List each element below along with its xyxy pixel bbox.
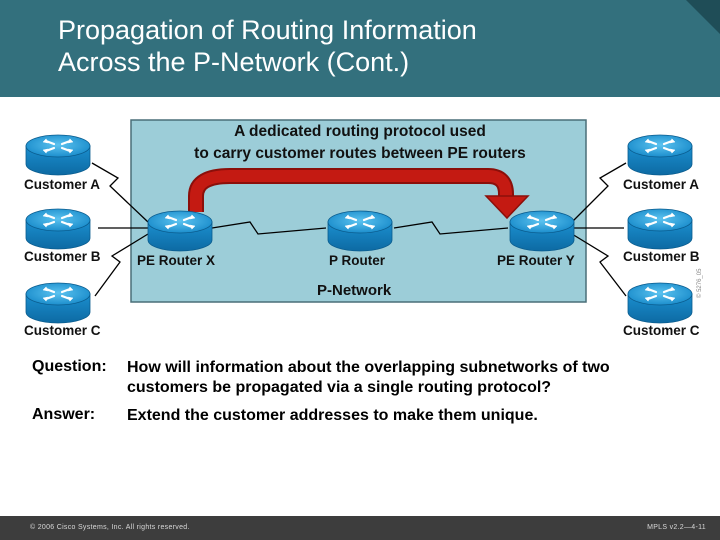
label-customer-a-right: Customer A <box>623 177 700 192</box>
footer-bar: © 2006 Cisco Systems, Inc. All rights re… <box>0 516 720 540</box>
network-diagram-graphic <box>24 119 694 324</box>
router-customer-a-right <box>626 133 694 176</box>
label-customer-a-left: Customer A <box>24 177 101 192</box>
label-pe-router-x: PE Router X <box>137 253 216 268</box>
link-right-c <box>571 233 627 297</box>
link-left-a <box>91 162 149 223</box>
router-pe-x <box>146 209 214 252</box>
router-customer-b-right <box>626 207 694 250</box>
route-arrow <box>188 168 530 220</box>
answer-label: Answer: <box>32 406 96 423</box>
question-text: How will information about the overlappi… <box>127 359 610 396</box>
label-p-network: P-Network <box>317 282 392 299</box>
answer-text: Extend the customer addresses to make th… <box>127 407 538 424</box>
figure-code: © 5276_05 <box>697 268 703 298</box>
footer-copyright: © 2006 Cisco Systems, Inc. All rights re… <box>30 524 190 531</box>
page-title-line-2: Across the P-Network (Cont.) <box>58 47 410 77</box>
label-customer-c-right: Customer C <box>623 323 700 338</box>
protocol-banner-line-1: A dedicated routing protocol used <box>234 123 486 140</box>
router-pe-y <box>508 209 576 252</box>
label-p-router: P Router <box>329 253 386 268</box>
link-right-a <box>571 162 627 223</box>
link-left-c <box>94 233 149 297</box>
page-title-line-1: Propagation of Routing Information <box>58 15 477 45</box>
footer-course-code: MPLS v2.2—4-11 <box>647 524 706 531</box>
router-customer-c-left <box>24 281 92 324</box>
title-bar: Propagation of Routing Information Acros… <box>0 0 720 97</box>
link-pe-x-p <box>211 221 327 235</box>
label-pe-router-y: PE Router Y <box>497 253 575 268</box>
router-customer-c-right <box>626 281 694 324</box>
router-customer-b-left <box>24 207 92 250</box>
router-p <box>326 209 394 252</box>
network-diagram: A dedicated routing protocol used to car… <box>0 110 720 345</box>
network-links <box>91 162 627 297</box>
label-customer-b-right: Customer B <box>623 249 700 264</box>
page-title: Propagation of Routing Information Acros… <box>58 14 477 78</box>
label-customer-c-left: Customer C <box>24 323 101 338</box>
header-corner-accent <box>686 0 720 34</box>
link-p-pe-y <box>393 221 509 235</box>
label-customer-b-left: Customer B <box>24 249 101 264</box>
router-customer-a-left <box>24 133 92 176</box>
protocol-banner-line-2: to carry customer routes between PE rout… <box>194 145 526 162</box>
question-label: Question: <box>32 358 107 375</box>
